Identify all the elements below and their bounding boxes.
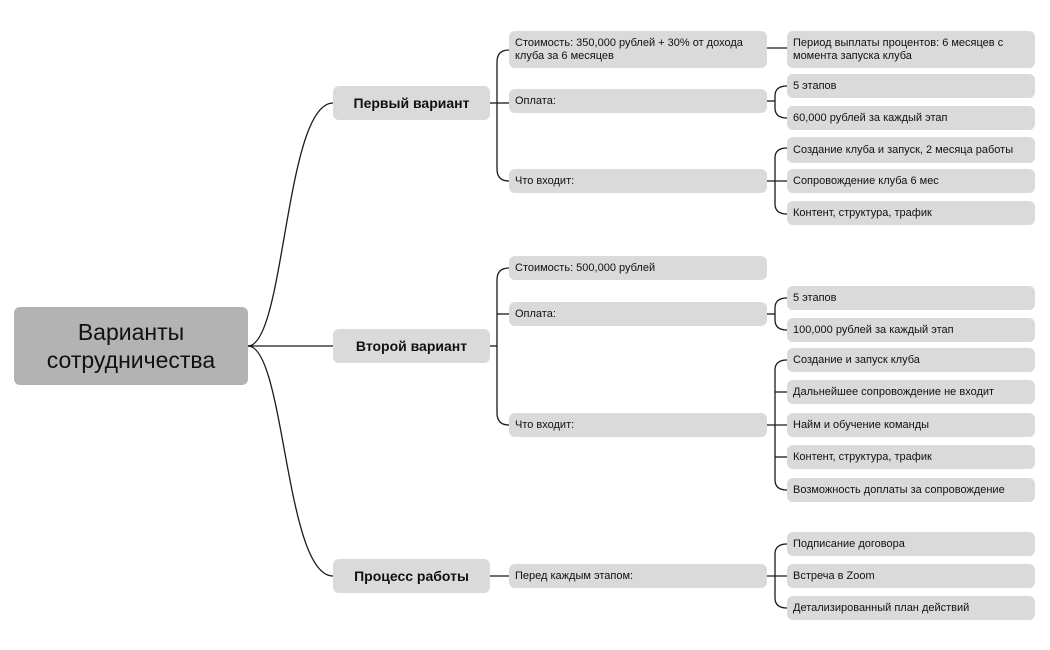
process-step-item-label: Встреча в Zoom (793, 569, 875, 582)
second-includes-item-node[interactable]: Создание и запуск клуба (787, 348, 1035, 372)
second-payment-amount-node[interactable]: 100,000 рублей за каждый этап (787, 318, 1035, 342)
first-payment-label: Оплата: (515, 94, 556, 107)
root-node[interactable]: Варианты сотрудничества (14, 307, 248, 385)
process-step-label: Перед каждым этапом: (515, 569, 634, 582)
first-includes-item-node[interactable]: Создание клуба и запуск, 2 месяца работы (787, 137, 1035, 163)
first-payment-stages-label: 5 этапов (793, 79, 837, 92)
branch-second-option[interactable]: Второй вариант (333, 329, 490, 363)
branch-first-option[interactable]: Первый вариант (333, 86, 490, 120)
process-step-item-node[interactable]: Подписание договора (787, 532, 1035, 556)
process-step-item-node[interactable]: Детализированный план действий (787, 596, 1035, 620)
second-includes-item-node[interactable]: Контент, структура, трафик (787, 445, 1035, 469)
process-step-item-label: Подписание договора (793, 537, 905, 550)
first-cost-detail-node[interactable]: Период выплаты процентов: 6 месяцев с мо… (787, 31, 1035, 68)
second-payment-stages-node[interactable]: 5 этапов (787, 286, 1035, 310)
branch-work-process[interactable]: Процесс работы (333, 559, 490, 593)
branch-second-option-label: Второй вариант (355, 338, 468, 354)
second-payment-label: Оплата: (515, 307, 556, 320)
second-payment-stages-label: 5 этапов (793, 291, 837, 304)
first-payment-amount-node[interactable]: 60,000 рублей за каждый этап (787, 106, 1035, 130)
first-includes-item-label: Контент, структура, трафик (793, 206, 932, 219)
branch-first-option-label: Первый вариант (353, 95, 470, 111)
first-cost-node[interactable]: Стоимость: 350,000 рублей + 30% от доход… (509, 31, 767, 68)
process-step-item-node[interactable]: Встреча в Zoom (787, 564, 1035, 588)
second-includes-item-label: Возможность доплаты за сопровождение (793, 483, 1005, 496)
second-includes-item-label: Найм и обучение команды (793, 418, 930, 431)
first-includes-item-label: Создание клуба и запуск, 2 месяца работы (793, 143, 1014, 156)
first-includes-item-label: Сопровождение клуба 6 мес (793, 174, 939, 187)
second-includes-item-label: Дальнейшее сопровождение не входит (793, 385, 995, 398)
second-cost-node[interactable]: Стоимость: 500,000 рублей (509, 256, 767, 280)
first-cost-detail-label: Период выплаты процентов: 6 месяцев с мо… (793, 36, 1004, 62)
first-includes-label: Что входит: (515, 174, 575, 187)
first-payment-stages-node[interactable]: 5 этапов (787, 74, 1035, 98)
branch-work-process-label: Процесс работы (354, 568, 469, 584)
second-includes-item-node[interactable]: Возможность доплаты за сопровождение (787, 478, 1035, 502)
second-payment-node[interactable]: Оплата: (509, 302, 767, 326)
process-step-item-label: Детализированный план действий (793, 601, 970, 614)
process-step-node[interactable]: Перед каждым этапом: (509, 564, 767, 588)
first-cost-label: Стоимость: 350,000 рублей + 30% от доход… (515, 36, 743, 62)
second-cost-label: Стоимость: 500,000 рублей (515, 261, 656, 274)
second-includes-node[interactable]: Что входит: (509, 413, 767, 437)
second-includes-label: Что входит: (515, 418, 575, 431)
second-includes-item-node[interactable]: Дальнейшее сопровождение не входит (787, 380, 1035, 404)
first-includes-item-node[interactable]: Сопровождение клуба 6 мес (787, 169, 1035, 193)
first-includes-node[interactable]: Что входит: (509, 169, 767, 193)
second-includes-item-node[interactable]: Найм и обучение команды (787, 413, 1035, 437)
first-payment-node[interactable]: Оплата: (509, 89, 767, 113)
second-payment-amount-label: 100,000 рублей за каждый этап (793, 323, 954, 336)
second-includes-item-label: Контент, структура, трафик (793, 450, 932, 463)
first-includes-item-node[interactable]: Контент, структура, трафик (787, 201, 1035, 225)
second-includes-item-label: Создание и запуск клуба (793, 353, 920, 366)
first-payment-amount-label: 60,000 рублей за каждый этап (793, 111, 948, 124)
root-label: Варианты сотрудничества (46, 319, 216, 373)
